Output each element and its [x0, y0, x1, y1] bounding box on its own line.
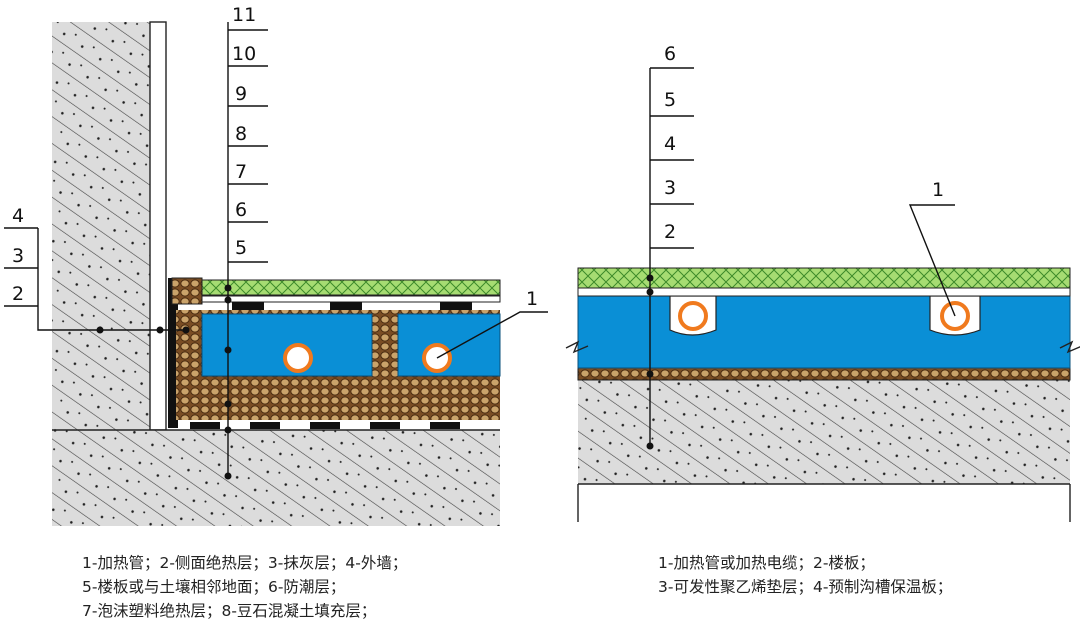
grooved-insulation-board: [577, 295, 1071, 369]
callout-5: 5: [664, 89, 676, 111]
right-diagram: 6 5 4 3 2 1: [565, 43, 1080, 522]
callout-6: 6: [664, 43, 676, 65]
callout-9: 9: [235, 83, 247, 105]
callout-2: 2: [12, 283, 24, 305]
callout-4: 4: [664, 133, 676, 155]
finish-layer: [201, 279, 501, 296]
floor-slab: [578, 380, 1070, 484]
callout-2: 2: [664, 221, 676, 243]
callout-5: 5: [235, 237, 247, 259]
right-caption-line-1: 1-加热管或加热电缆；2-楼板；: [658, 554, 875, 572]
left-caption-line-2: 5-楼板或与土壤相邻地面；6-防潮层；: [82, 578, 346, 596]
callout-11: 11: [232, 4, 256, 26]
ground-slab: [52, 430, 500, 526]
left-diagram: 11 10 9 8 7 6 5 4 3 2 1: [4, 4, 548, 526]
heating-pipe: [678, 301, 708, 331]
finish-layer: [577, 267, 1071, 289]
moisture-proof-layer: [190, 422, 460, 429]
callout-3: 3: [664, 177, 676, 199]
plaster-layer: [149, 21, 167, 431]
callout-3: 3: [12, 245, 24, 267]
callout-7: 7: [235, 161, 247, 183]
callout-1: 1: [932, 179, 944, 201]
callout-1: 1: [526, 288, 538, 310]
callout-8: 8: [235, 123, 247, 145]
heating-pipe: [283, 343, 313, 373]
callout-4: 4: [12, 205, 24, 227]
callout-6: 6: [235, 199, 247, 221]
left-caption-line-3: 7-泡沫塑料绝热层；8-豆石混凝土填充层；: [82, 602, 377, 620]
right-caption-line-2: 3-可发性聚乙烯垫层；4-预制沟槽保温板；: [658, 578, 953, 596]
outer-wall: [52, 22, 150, 430]
left-caption-line-1: 1-加热管；2-侧面绝热层；3-抹灰层；4-外墙；: [82, 554, 408, 572]
callout-10: 10: [232, 43, 256, 65]
side-insulation: [168, 278, 178, 428]
